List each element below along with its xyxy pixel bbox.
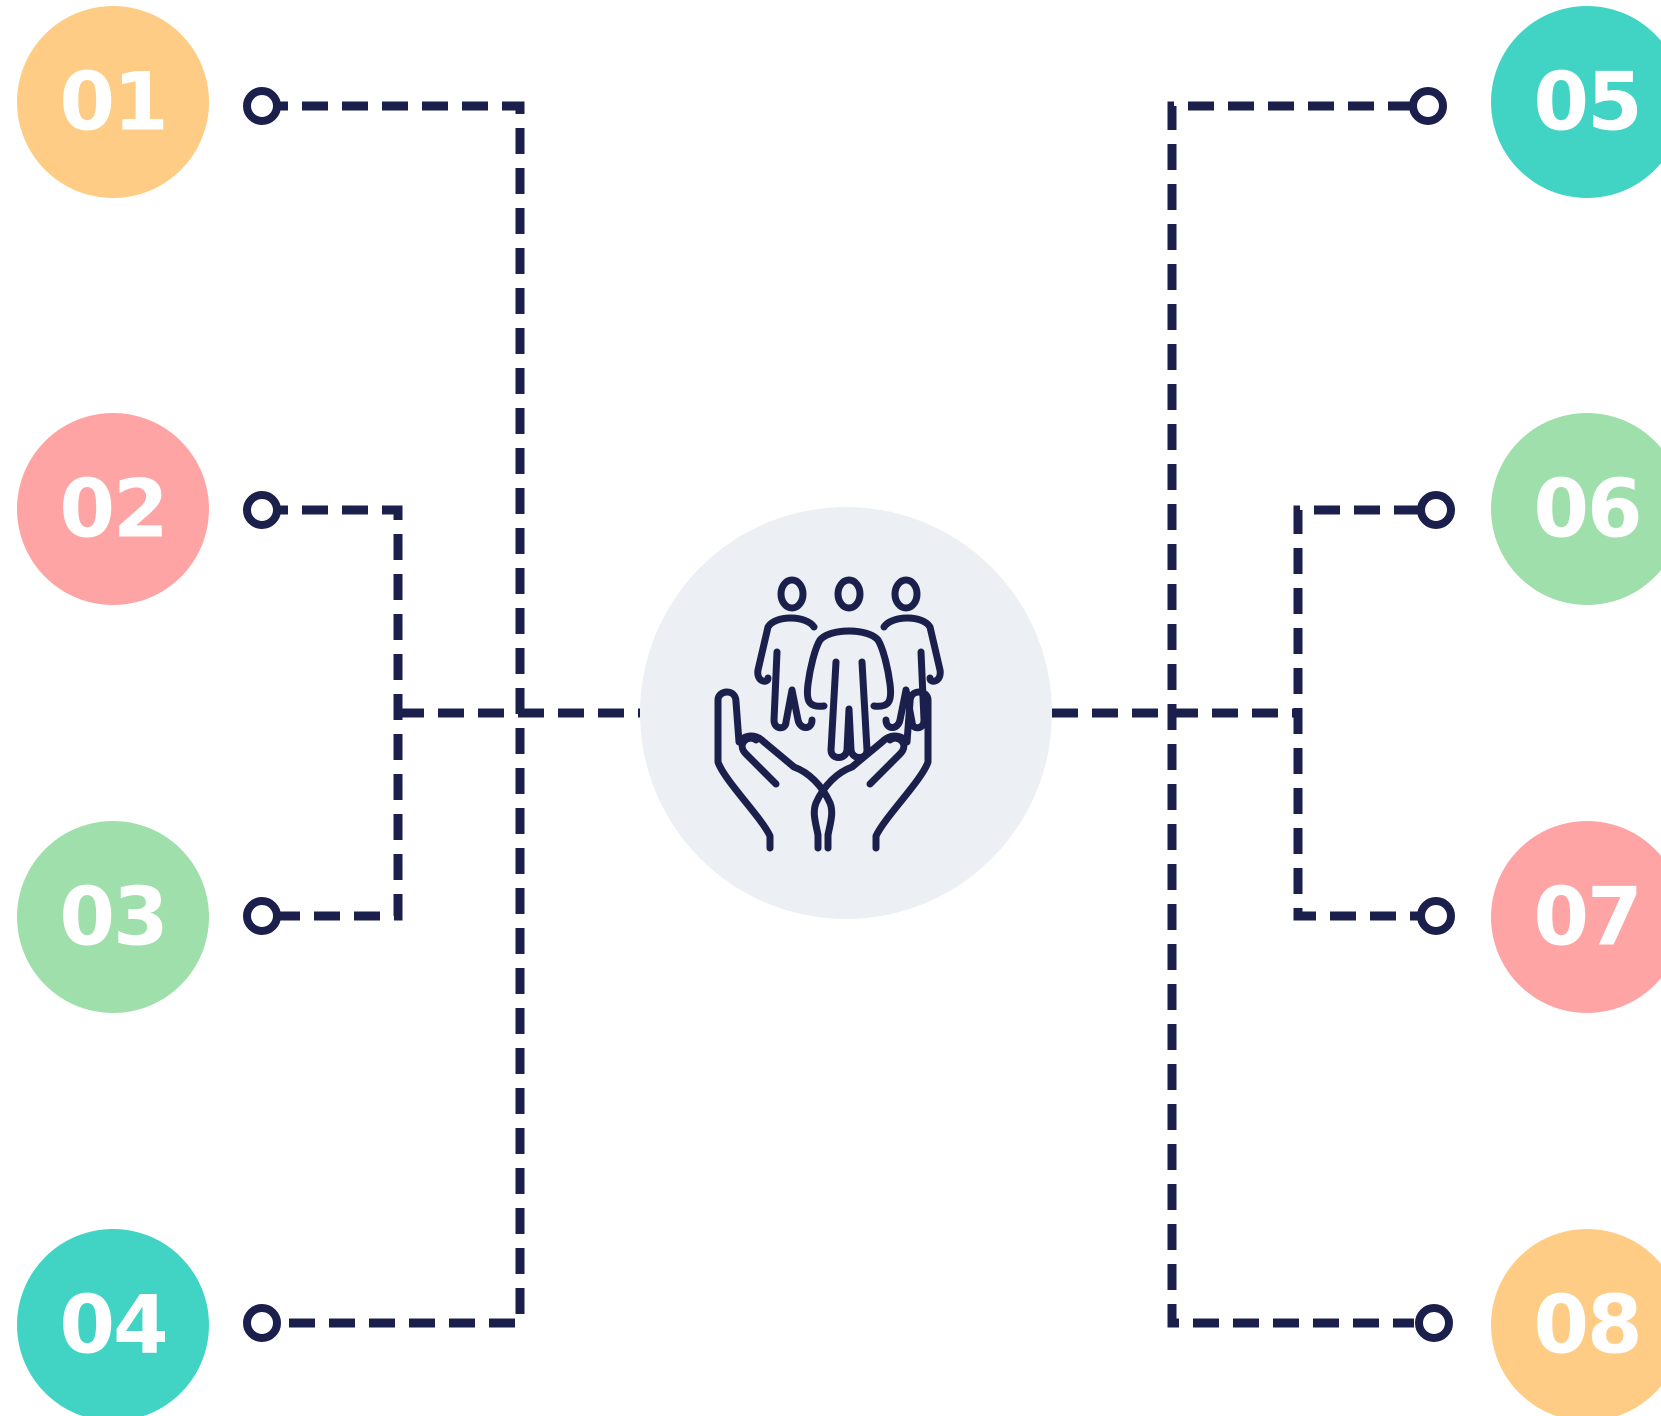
node-01: 01 xyxy=(17,6,209,198)
node-04-label: 04 xyxy=(59,1279,166,1372)
node-08-label: 08 xyxy=(1533,1279,1640,1372)
connector-01 xyxy=(262,101,525,1328)
node-04: 04 xyxy=(17,1229,209,1416)
node-06-label: 06 xyxy=(1533,463,1640,556)
node-05-label: 05 xyxy=(1533,56,1640,149)
node-02-circle xyxy=(17,413,209,605)
center-hub xyxy=(640,507,1052,919)
port-04 xyxy=(243,1304,281,1342)
node-02-label: 02 xyxy=(59,463,166,556)
node-04-circle xyxy=(17,1229,209,1416)
node-07-circle xyxy=(1491,821,1661,1013)
node-01-label: 01 xyxy=(59,56,166,149)
node-06: 06 xyxy=(1491,413,1661,605)
port-01 xyxy=(243,87,281,125)
port-03 xyxy=(243,897,281,935)
port-06 xyxy=(1417,491,1455,529)
port-02 xyxy=(243,491,281,529)
family-in-hands-icon xyxy=(714,576,944,852)
connector-06 xyxy=(1293,505,1420,921)
node-08-circle xyxy=(1491,1229,1661,1416)
node-03-circle xyxy=(17,821,209,1013)
port-07 xyxy=(1417,897,1455,935)
node-08: 08 xyxy=(1491,1229,1661,1416)
ports xyxy=(243,87,1455,1342)
node-05-circle xyxy=(1491,6,1661,198)
node-07: 07 xyxy=(1491,821,1661,1013)
node-01-circle xyxy=(17,6,209,198)
node-05: 05 xyxy=(1491,6,1661,198)
node-03-label: 03 xyxy=(59,871,166,964)
port-08 xyxy=(1415,1304,1453,1342)
left-connectors xyxy=(262,101,640,1328)
port-05 xyxy=(1409,87,1447,125)
right-connectors xyxy=(1052,101,1420,1328)
node-03: 03 xyxy=(17,821,209,1013)
connector-02 xyxy=(262,505,403,921)
node-02: 02 xyxy=(17,413,209,605)
node-07-label: 07 xyxy=(1533,871,1640,964)
node-06-circle xyxy=(1491,413,1661,605)
